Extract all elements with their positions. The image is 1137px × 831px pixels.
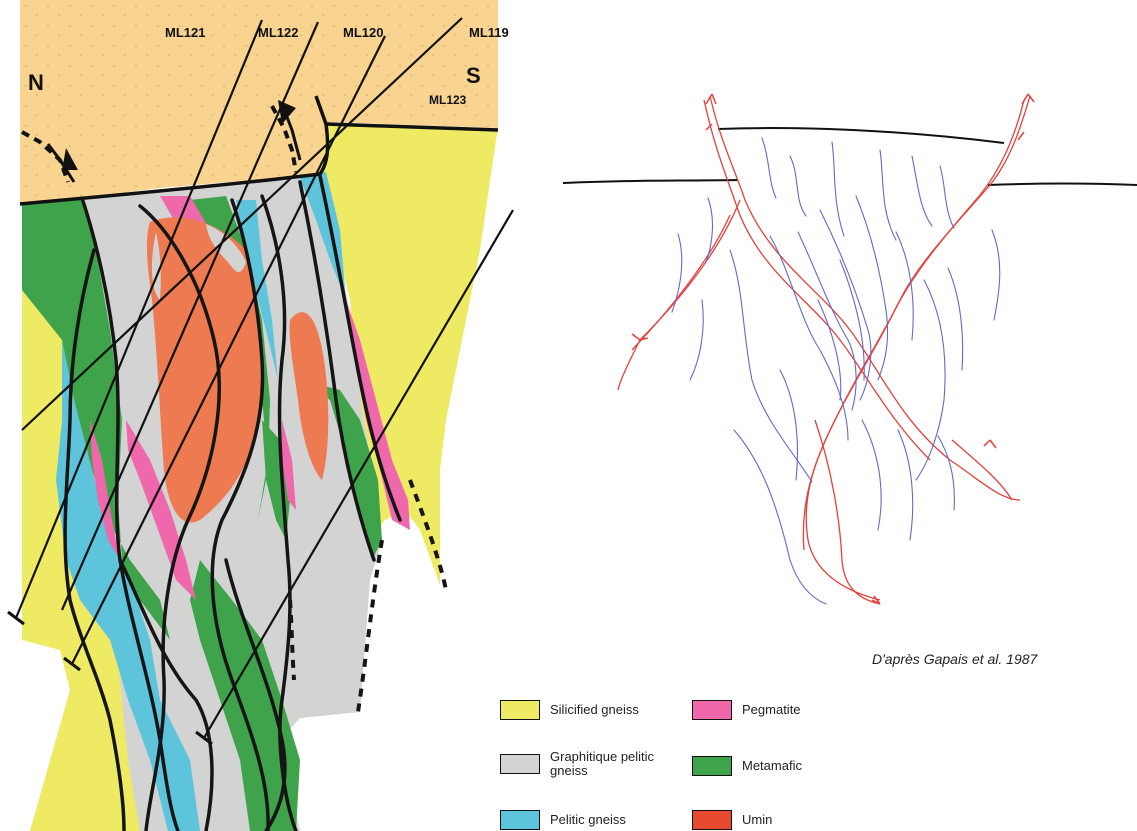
foliation-traces — [672, 138, 1000, 604]
legend: Silicified gneiss Pegmatite Graphitique … — [500, 696, 920, 831]
legend-swatch — [500, 700, 540, 720]
drillhole-label: ML120 — [343, 25, 383, 40]
legend-item-graphitic-pelitic-gneiss: Graphitique pelitic gneiss — [500, 750, 655, 778]
shear-zone-lines — [618, 96, 1030, 604]
citation: D'après Gapais et al. 1987 — [872, 651, 1039, 667]
shear-sense-arrows — [632, 94, 1034, 604]
legend-swatch — [692, 756, 732, 776]
drillhole-label: ML121 — [165, 25, 205, 40]
cross-section: N S ML121 ML122 ML120 ML119 ML123 — [8, 0, 513, 831]
legend-label: Pegmatite — [742, 703, 801, 717]
legend-swatch — [692, 810, 732, 830]
north-label: N — [28, 70, 44, 95]
drillhole-label: ML119 — [469, 25, 509, 40]
legend-label: Pelitic gneiss — [550, 813, 626, 827]
drillhole-label: ML123 — [429, 93, 467, 107]
schematic-sketch: D'après Gapais et al. 1987 — [563, 94, 1137, 667]
legend-item-metamafic: Metamafic — [692, 756, 802, 776]
legend-label: Silicified gneiss — [550, 703, 639, 717]
legend-item-pegmatite: Pegmatite — [692, 700, 801, 720]
drillhole-end-tick — [8, 612, 24, 624]
legend-label: Umin — [742, 813, 772, 827]
south-label: S — [466, 63, 481, 88]
schematic-surface-line — [718, 128, 1004, 143]
schematic-surface-line — [563, 180, 738, 183]
legend-label: Graphitique pelitic gneiss — [550, 750, 655, 778]
legend-swatch — [692, 700, 732, 720]
legend-item-umin: Umin — [692, 810, 772, 830]
legend-item-silicified-gneiss: Silicified gneiss — [500, 700, 639, 720]
legend-swatch — [500, 754, 540, 774]
legend-item-pelitic-gneiss: Pelitic gneiss — [500, 810, 626, 830]
schematic-surface-line — [988, 184, 1137, 186]
drillhole-label: ML122 — [258, 25, 298, 40]
legend-swatch — [500, 810, 540, 830]
legend-label: Metamafic — [742, 759, 802, 773]
